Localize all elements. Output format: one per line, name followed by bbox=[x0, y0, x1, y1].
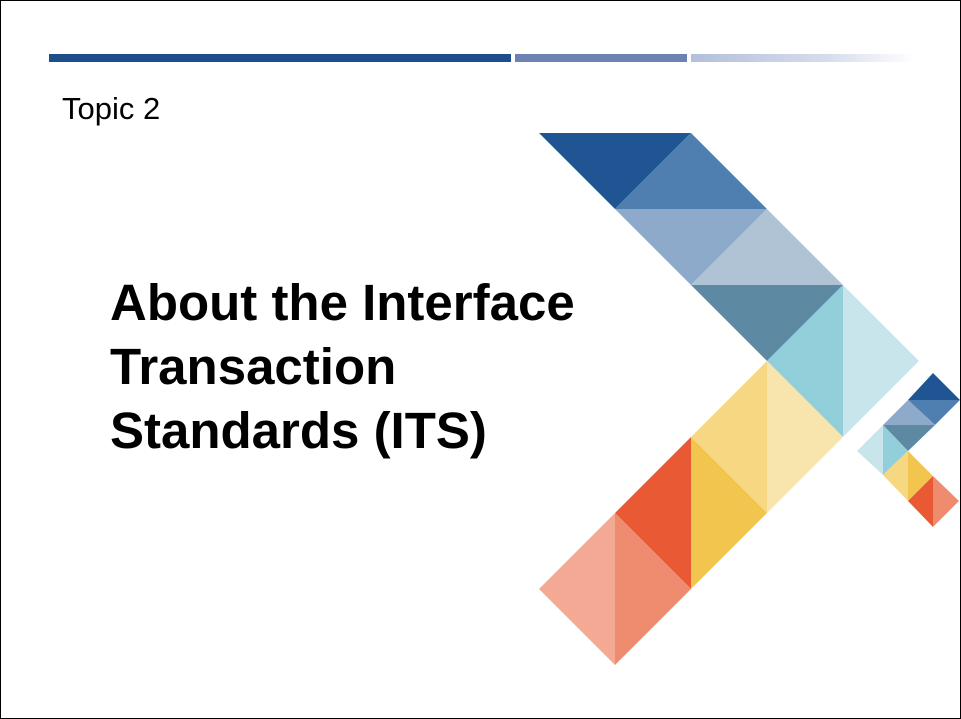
triangle-tile bbox=[908, 451, 933, 501]
triangle-tile bbox=[857, 425, 883, 475]
header-stripe-tertiary bbox=[691, 54, 916, 62]
triangle-tile bbox=[908, 373, 960, 400]
triangle-tile bbox=[539, 133, 691, 209]
triangle-tile bbox=[767, 361, 843, 513]
triangle-tile bbox=[883, 425, 908, 475]
triangle-tile bbox=[615, 209, 767, 285]
triangle-tile bbox=[843, 285, 919, 437]
triangle-tile bbox=[615, 437, 691, 589]
title-line: Standards (ITS) bbox=[110, 402, 487, 459]
triangle-tile bbox=[883, 425, 935, 451]
triangle-tile bbox=[615, 133, 767, 209]
triangle-tile bbox=[691, 209, 843, 285]
triangle-tile bbox=[883, 451, 908, 501]
triangle-tile bbox=[908, 476, 933, 527]
triangle-tile bbox=[539, 513, 615, 665]
slide-title: About the Interface Transaction Standard… bbox=[110, 271, 710, 463]
title-line: About the Interface bbox=[110, 274, 575, 331]
triangle-tile bbox=[615, 513, 691, 665]
triangle-tile bbox=[691, 437, 767, 589]
header-stripe-secondary bbox=[515, 54, 687, 62]
header-stripe-primary bbox=[49, 54, 511, 62]
triangle-tile bbox=[933, 476, 959, 527]
triangle-tile bbox=[691, 361, 767, 513]
triangle-tile bbox=[883, 400, 935, 425]
topic-label: Topic 2 bbox=[62, 91, 161, 126]
triangle-tile bbox=[908, 400, 960, 425]
title-line: Transaction bbox=[110, 338, 397, 395]
triangle-tile bbox=[691, 285, 843, 361]
triangle-tile bbox=[767, 285, 843, 437]
